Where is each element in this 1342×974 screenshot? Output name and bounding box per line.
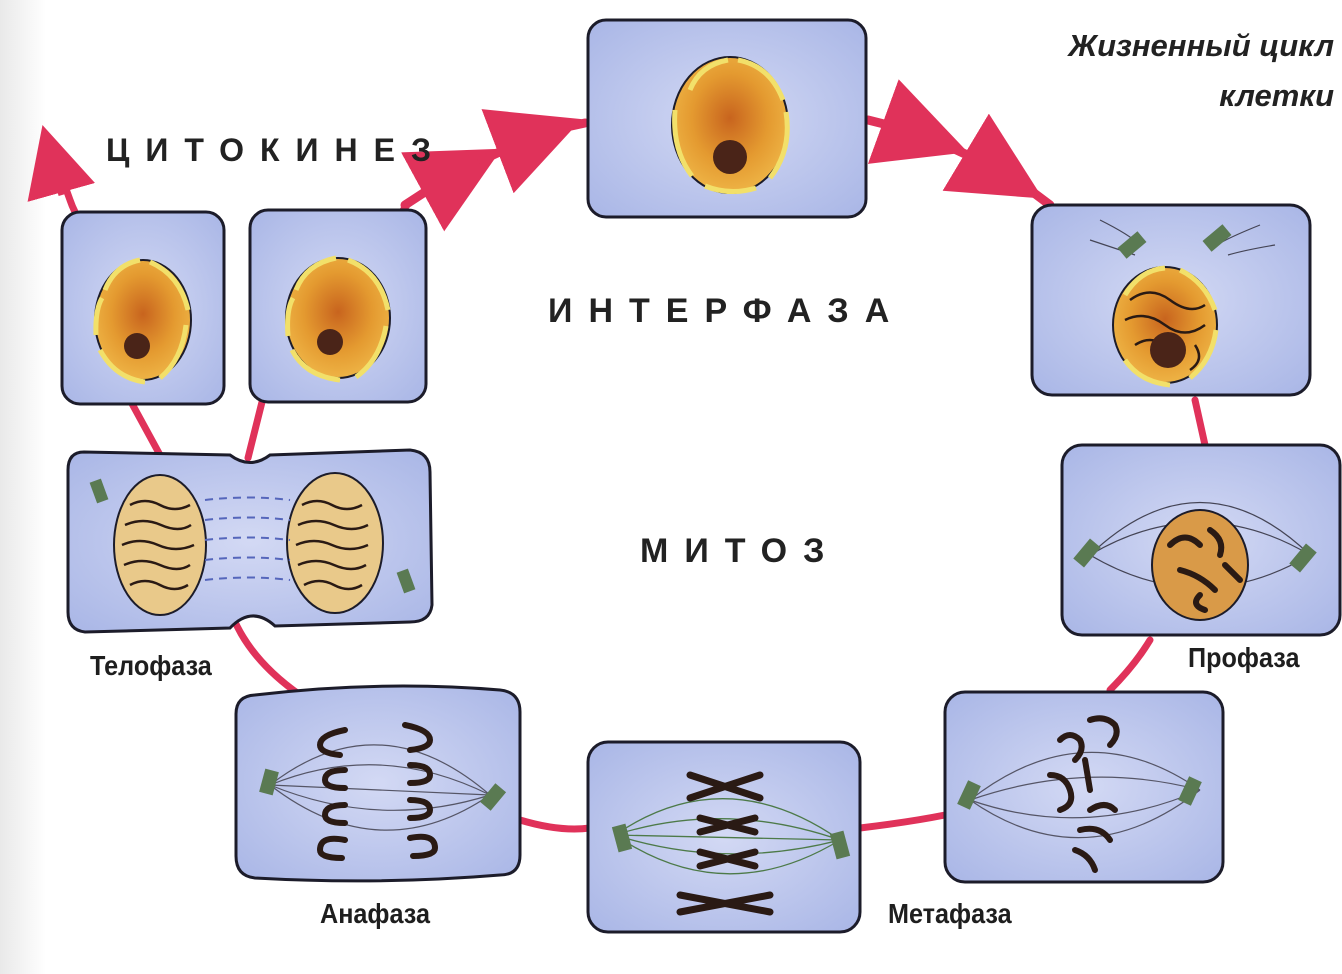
stage-label-interphase: ИНТЕРФАЗА <box>548 292 905 331</box>
prophase-cell <box>1062 445 1340 635</box>
prometaphase-cell <box>945 692 1223 882</box>
telophase-cell <box>68 450 432 632</box>
stage-label-mitosis: МИТОЗ <box>640 532 840 571</box>
daughter-cell-right <box>250 210 426 402</box>
early-prophase-cell <box>1032 205 1310 395</box>
diagram-title-line2: клетки <box>1219 78 1334 114</box>
interphase-cell <box>588 20 866 217</box>
diagram-title-line1: Жизненный цикл <box>1068 28 1334 64</box>
phase-label-prophase: Профаза <box>1188 642 1299 674</box>
daughter-cell-left <box>62 212 224 404</box>
stage-label-cytokinesis: ЦИТОКИНЕЗ <box>106 132 447 169</box>
anaphase-cell <box>236 686 520 881</box>
phase-label-telophase: Телофаза <box>90 650 212 682</box>
nucleolus <box>713 140 747 174</box>
metaphase-cell <box>588 742 860 932</box>
phase-label-anaphase: Анафаза <box>320 898 430 930</box>
phase-label-metaphase: Метафаза <box>888 898 1012 930</box>
